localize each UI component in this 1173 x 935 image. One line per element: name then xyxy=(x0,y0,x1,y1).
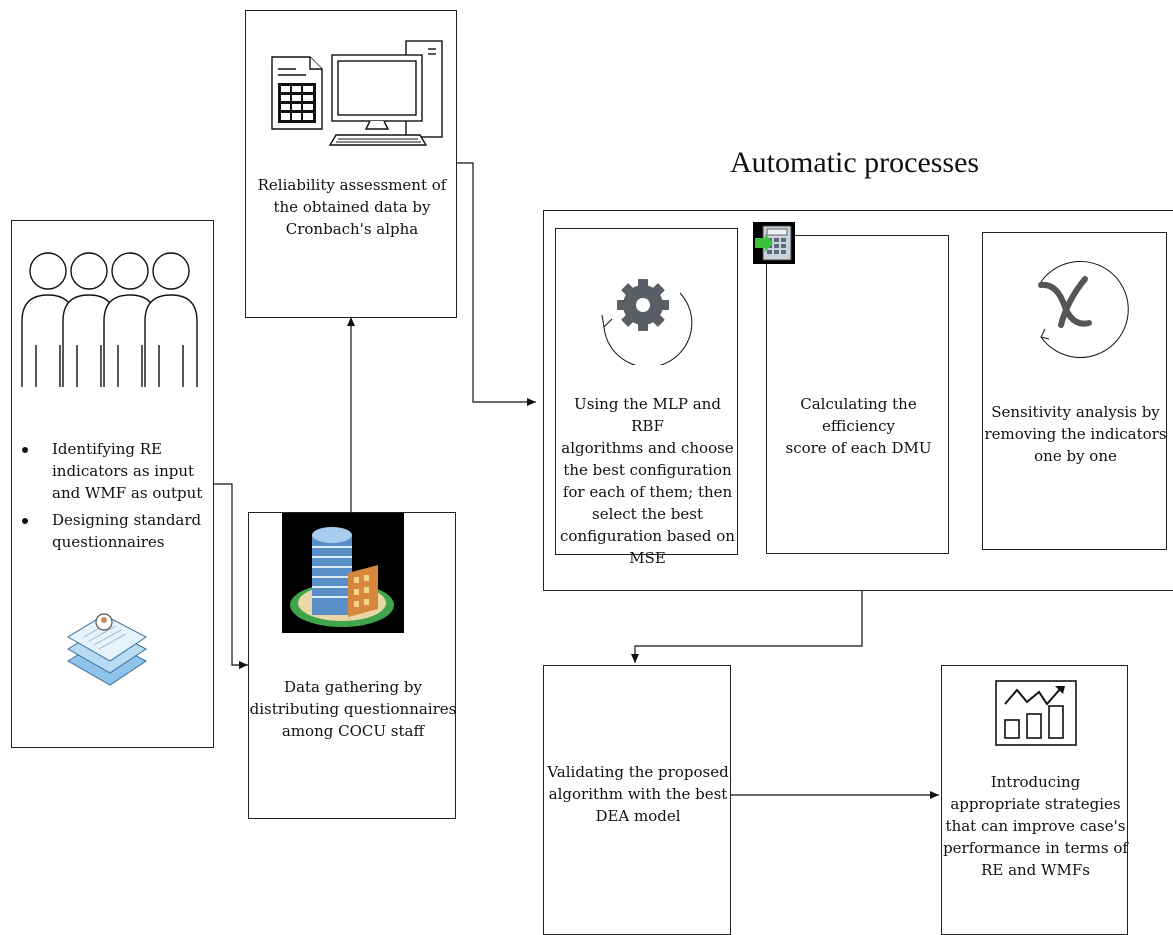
label-line: among COCU staff xyxy=(281,722,425,740)
mlp-rbf-label: Using the MLP and RBF algorithms and cho… xyxy=(556,393,739,569)
bullet-line: Designing standard xyxy=(52,511,202,529)
label-line: one by one xyxy=(1034,447,1117,465)
remove-cycle-icon xyxy=(1038,260,1129,358)
label-line: DEA model xyxy=(595,807,681,825)
calculator-icon xyxy=(753,222,795,264)
office-building-icon xyxy=(282,513,404,633)
label-line: Using the MLP and RBF xyxy=(574,395,721,435)
label-line: score of each DMU xyxy=(785,439,932,457)
mlp-rbf-box: Using the MLP and RBF algorithms and cho… xyxy=(555,228,738,567)
strategies-box: Introducing appropriate strategies that … xyxy=(941,665,1128,935)
arrow-automatic-to-validating xyxy=(631,590,863,663)
label-line: algorithm with the best xyxy=(548,785,728,803)
bullet-line: indicators as input xyxy=(52,462,195,480)
label-line: Sensitivity analysis by xyxy=(991,403,1160,421)
arrow-questionnaire-to-gathering xyxy=(213,483,248,669)
label-line: performance in terms of xyxy=(943,839,1128,857)
bullet-dot xyxy=(22,447,28,453)
sensitivity-box: Sensitivity analysis by removing the ind… xyxy=(982,232,1167,550)
reliability-label: Reliability assessment of the obtained d… xyxy=(246,174,458,240)
label-line: for each of them; then xyxy=(562,483,733,501)
label-line: RE and WMFs xyxy=(981,861,1090,879)
validating-box: Validating the proposed algorithm with t… xyxy=(543,665,731,935)
efficiency-box: Calculating the efficiency score of each… xyxy=(766,235,949,554)
label-line: that can improve case's xyxy=(945,817,1126,835)
label-line: Validating the proposed xyxy=(547,763,729,781)
data-gathering-box: Data gathering by distributing questionn… xyxy=(248,512,456,819)
label-line: Introducing xyxy=(990,773,1081,791)
strategies-label: Introducing appropriate strategies that … xyxy=(942,771,1129,881)
computer-document-icon xyxy=(271,40,443,146)
bullet-line: and WMF as output xyxy=(52,484,203,502)
indicator-definition-box: Identifying RE indicators as input and W… xyxy=(11,220,214,748)
people-group-icon xyxy=(21,252,198,387)
bullet-indicators: Identifying RE indicators as input and W… xyxy=(22,438,212,504)
label-line: MSE xyxy=(629,549,666,567)
label-line: Reliability assessment of xyxy=(257,176,447,194)
label-line: Cronbach's alpha xyxy=(285,220,419,238)
label-line: distributing questionnaires xyxy=(249,700,457,718)
efficiency-label: Calculating the efficiency score of each… xyxy=(767,393,950,459)
label-line: appropriate strategies xyxy=(950,795,1121,813)
stacked-documents-icon xyxy=(67,613,147,686)
reliability-box: Reliability assessment of the obtained d… xyxy=(245,10,457,318)
data-gathering-label: Data gathering by distributing questionn… xyxy=(249,676,457,742)
automatic-processes-title: Automatic processes xyxy=(730,146,980,179)
trend-chart-icon xyxy=(995,680,1077,746)
gear-cycle-icon xyxy=(601,279,693,365)
label-line: removing the indicators xyxy=(984,425,1167,443)
bullet-line: Identifying RE xyxy=(52,440,162,458)
label-line: Data gathering by xyxy=(284,678,422,696)
label-line: the best configuration xyxy=(563,461,732,479)
bullet-line: questionnaires xyxy=(52,533,165,551)
label-line: configuration based on xyxy=(560,527,735,545)
bullet-dot xyxy=(22,518,28,524)
label-line: the obtained data by xyxy=(273,198,431,216)
label-line: Calculating the efficiency xyxy=(800,395,917,435)
label-line: algorithms and choose xyxy=(561,439,734,457)
sensitivity-label: Sensitivity analysis by removing the ind… xyxy=(983,401,1168,467)
bullet-questionnaires: Designing standard questionnaires xyxy=(22,509,212,553)
arrow-reliability-to-mlp xyxy=(457,162,536,406)
validating-label: Validating the proposed algorithm with t… xyxy=(544,761,732,827)
label-line: select the best xyxy=(592,505,703,523)
